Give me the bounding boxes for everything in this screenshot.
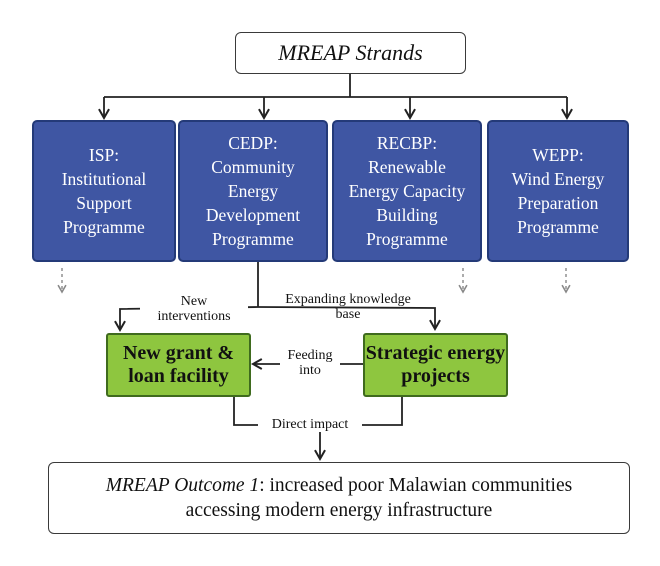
feeding-into-label: Feeding into (280, 348, 340, 378)
strand-label-isp: ISP: Institutional Support Programme (61, 145, 147, 237)
strand-box-wepp: WEPP: Wind Energy Preparation Programme (487, 120, 629, 262)
strand-box-isp: ISP: Institutional Support Programme (32, 120, 176, 262)
outcome-line-2: accessing modern energy infrastructure (185, 500, 493, 521)
new-interventions-label: New interventions (140, 294, 248, 324)
mreap-strands-box: MREAP Strands (235, 32, 466, 74)
mreap-outcome-box: MREAP Outcome 1: increased poor Malawian… (48, 462, 630, 534)
strand-label-wepp: WEPP: Wind Energy Preparation Programme (511, 145, 605, 237)
strategic-energy-projects-box: Strategic energy projects (363, 333, 508, 397)
strategic-energy-projects-label: Strategic energy projects (365, 342, 506, 387)
strand-label-recbp: RECBP: Renewable Energy Capacity Buildin… (348, 133, 466, 249)
expanding-line (257, 306, 441, 332)
outcome-line-1-rest: : increased poor Malawian communities (259, 475, 573, 496)
strand-box-recbp: RECBP: Renewable Energy Capacity Buildin… (332, 120, 482, 262)
outcome-line-1: MREAP Outcome 1: increased poor Malawian… (106, 473, 572, 498)
strand-label-cedp: CEDP: Community Energy Development Progr… (205, 133, 301, 249)
outcome-prefix: MREAP Outcome 1 (105, 475, 260, 496)
direct-impact-label: Direct impact (258, 417, 362, 432)
strand-box-cedp: CEDP: Community Energy Development Progr… (178, 120, 328, 262)
expanding-knowledge-label: Expanding knowledge base (285, 292, 411, 322)
mreap-strands-title: MREAP Strands (278, 40, 423, 65)
grant-loan-facility-box: New grant & loan facility (106, 333, 251, 397)
grant-loan-facility-label: New grant & loan facility (122, 342, 235, 387)
